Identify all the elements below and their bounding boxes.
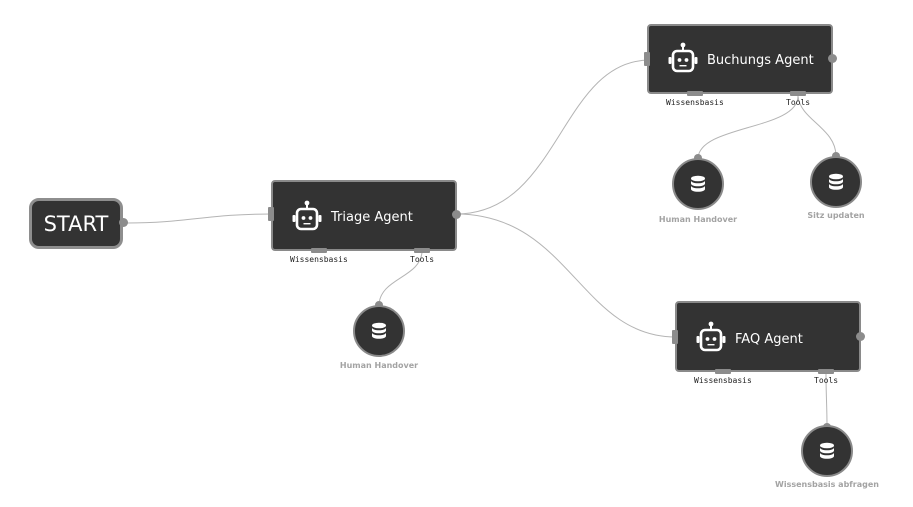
booking-human-handover-node[interactable]	[672, 158, 724, 210]
triage-tools-handle[interactable]	[414, 248, 430, 253]
triage-knowledge-handle[interactable]	[311, 248, 327, 253]
robot-icon	[696, 321, 726, 352]
booking-human-handover-label: Human Handover	[658, 215, 738, 224]
booking-agent-node[interactable]: Buchungs Agent	[647, 24, 833, 94]
edge-start-to-triage	[123, 213, 273, 224]
faq-knowledge-handle[interactable]	[715, 369, 731, 374]
edge-triage-tools-to-human-handover	[378, 251, 423, 306]
triage-agent-node[interactable]: Triage Agent	[271, 180, 457, 251]
database-icon	[829, 173, 843, 190]
start-output-handle[interactable]	[119, 218, 128, 227]
database-icon	[820, 442, 834, 459]
edge-booking-tools-to-human-handover	[697, 95, 799, 159]
start-label: START	[43, 211, 109, 236]
database-icon	[691, 175, 705, 192]
edge-booking-tools-to-sitz-updaten	[797, 95, 837, 157]
booking-input-handle[interactable]	[644, 52, 650, 66]
edge-faq-tools-to-knowledge-query	[825, 373, 828, 428]
faq-output-handle[interactable]	[856, 332, 865, 341]
booking-output-handle[interactable]	[828, 54, 837, 63]
faq-agent-label: FAQ Agent	[735, 332, 803, 347]
faq-input-handle[interactable]	[672, 330, 678, 344]
booking-tools-port-label: Tools	[786, 98, 811, 107]
booking-tools-handle[interactable]	[790, 91, 806, 96]
triage-agent-label: Triage Agent	[331, 210, 413, 225]
booking-knowledge-port-label: Wissensbasis	[666, 98, 724, 107]
faq-knowledge-port-label: Wissensbasis	[694, 376, 752, 385]
triage-human-handover-label: Human Handover	[339, 361, 419, 370]
sitz-updaten-node[interactable]	[810, 156, 862, 208]
triage-tools-port-label: Tools	[410, 255, 435, 264]
robot-icon	[292, 200, 322, 231]
knowledge-query-node[interactable]	[801, 425, 853, 477]
triage-human-handover-node[interactable]	[353, 305, 405, 357]
robot-icon	[668, 42, 698, 73]
faq-tools-port-label: Tools	[814, 376, 839, 385]
sitz-updaten-label: Sitz updaten	[807, 211, 865, 220]
triage-output-handle[interactable]	[452, 210, 461, 219]
knowledge-query-label: Wissensbasis abfragen	[775, 480, 879, 489]
edge-triage-to-faq	[455, 213, 677, 338]
triage-input-handle[interactable]	[268, 207, 274, 221]
booking-agent-label: Buchungs Agent	[707, 53, 814, 68]
start-node[interactable]: START	[29, 198, 123, 249]
database-icon	[372, 322, 386, 339]
faq-agent-node[interactable]: FAQ Agent	[675, 301, 861, 372]
booking-knowledge-handle[interactable]	[687, 91, 703, 96]
triage-knowledge-port-label: Wissensbasis	[290, 255, 348, 264]
edge-triage-to-booking	[455, 59, 651, 215]
faq-tools-handle[interactable]	[818, 369, 834, 374]
